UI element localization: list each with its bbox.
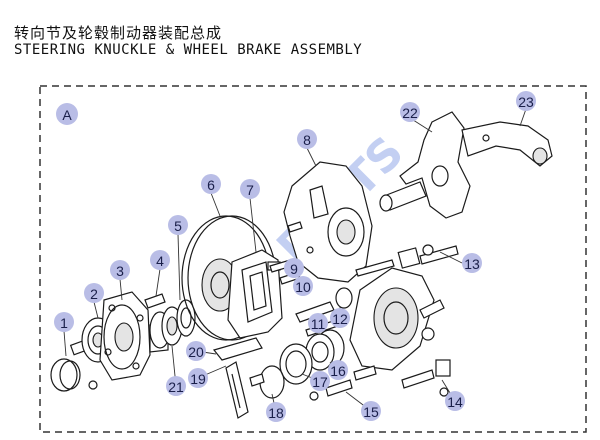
part-brake-shoes [227, 249, 283, 339]
callout-21: 21 [166, 376, 186, 396]
part-piston [305, 329, 345, 371]
callout-17: 17 [310, 371, 330, 391]
svg-text:6: 6 [207, 177, 215, 193]
callout-16: 16 [328, 360, 348, 380]
svg-text:16: 16 [330, 363, 346, 379]
part-dust-cap [50, 340, 87, 392]
svg-text:13: 13 [464, 256, 480, 272]
callout-8: 8 [297, 129, 317, 149]
callout-9: 9 [284, 258, 304, 278]
part-seal-ring [279, 343, 313, 385]
svg-text:3: 3 [116, 263, 124, 279]
callout-10: 10 [293, 276, 313, 296]
svg-text:9: 9 [290, 261, 298, 277]
part-caliper-bolt-lower [401, 359, 451, 397]
svg-text:10: 10 [295, 279, 311, 295]
title-chinese: 转向节及轮毂制动器装配总成 [14, 24, 223, 42]
view-label: A [62, 107, 72, 123]
svg-text:2: 2 [90, 286, 98, 302]
svg-text:19: 19 [190, 371, 206, 387]
callout-12: 12 [330, 308, 350, 328]
callout-4: 4 [150, 250, 170, 270]
callout-13: 13 [462, 253, 482, 273]
callout-7: 7 [240, 179, 260, 199]
svg-text:23: 23 [518, 94, 534, 110]
callout-5: 5 [168, 215, 188, 235]
dashed-frame [39, 85, 587, 433]
part-pad-bracket [212, 337, 263, 419]
callout-23: 23 [516, 91, 536, 111]
svg-text:15: 15 [363, 404, 379, 420]
svg-text:5: 5 [174, 218, 182, 234]
svg-text:11: 11 [311, 316, 326, 332]
view-label-badge: A [56, 103, 78, 125]
part-bearing-stack [149, 299, 196, 349]
part-guide-pins [295, 259, 395, 337]
svg-text:18: 18 [268, 405, 284, 421]
title-english: STEERING KNUCKLE & WHEEL BRAKE ASSEMBLY [14, 42, 363, 58]
callout-14: 14 [445, 391, 465, 411]
part-steering-arm [461, 121, 553, 167]
svg-text:1: 1 [60, 315, 68, 331]
svg-text:20: 20 [188, 344, 204, 360]
svg-text:22: 22 [402, 105, 418, 121]
part-snap-ring [249, 365, 285, 399]
part-caliper-body [349, 267, 445, 371]
callout-15: 15 [361, 401, 381, 421]
svg-text:17: 17 [312, 374, 328, 390]
svg-text:8: 8 [303, 132, 311, 148]
callout-20: 20 [186, 341, 206, 361]
callout-3: 3 [110, 260, 130, 280]
part-backing-plate [283, 161, 373, 283]
svg-text:12: 12 [332, 311, 348, 327]
callout-19: 19 [188, 368, 208, 388]
svg-text:4: 4 [156, 253, 164, 269]
part-steering-knuckle [379, 111, 471, 219]
part-bleeder-screw [309, 365, 377, 401]
callout-22: 22 [400, 102, 420, 122]
callout-11: 11 [308, 313, 328, 333]
svg-text:14: 14 [447, 394, 463, 410]
part-stud [144, 293, 166, 309]
part-caliper-bolt-upper [397, 244, 459, 269]
callout-6: 6 [201, 174, 221, 194]
callout-18: 18 [266, 402, 286, 422]
callout-2: 2 [84, 283, 104, 303]
callout-1: 1 [54, 312, 74, 332]
svg-text:21: 21 [168, 379, 184, 395]
svg-text:7: 7 [246, 182, 254, 198]
